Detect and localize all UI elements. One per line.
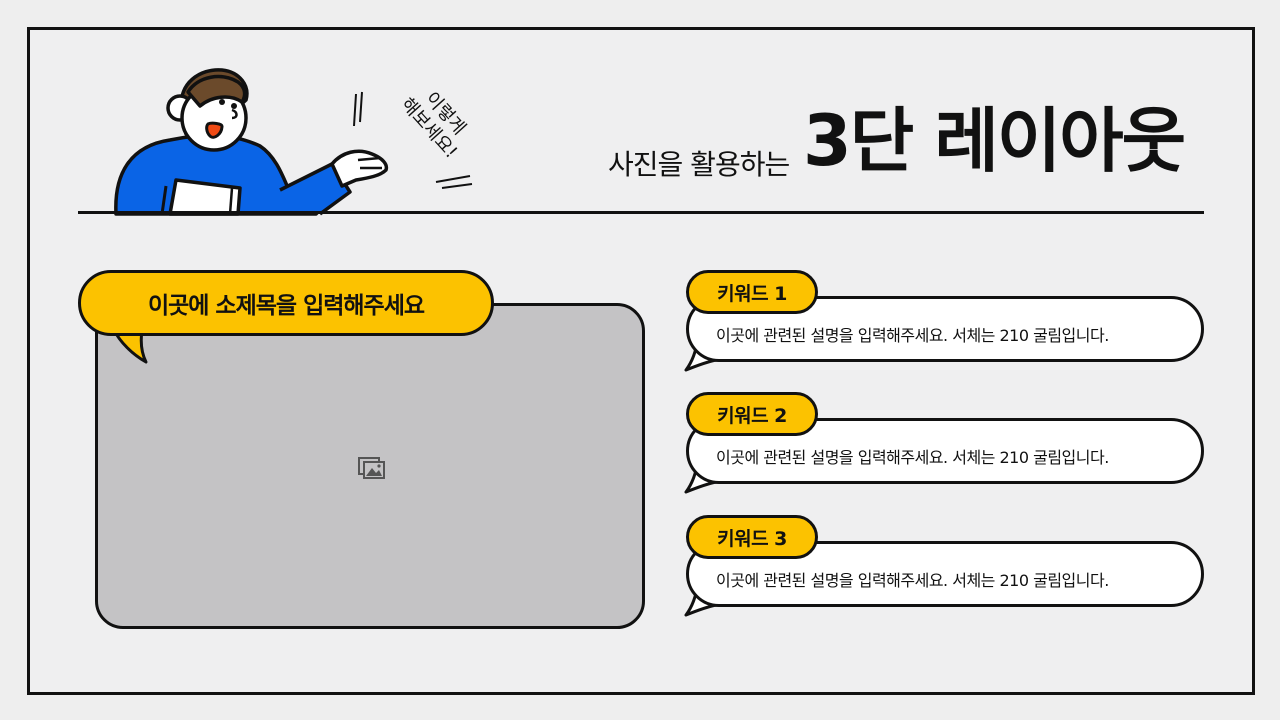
keyword-tag: 키워드 2 bbox=[686, 392, 818, 436]
keyword-description: 이곳에 관련된 설명을 입력해주세요. 서체는 210 굴림입니다. bbox=[716, 571, 1109, 590]
subheading-bubble: 이곳에 소제목을 입력해주세요 bbox=[78, 270, 494, 336]
subheading-text: 이곳에 소제목을 입력해주세요 bbox=[147, 293, 425, 319]
keyword-tag: 키워드 3 bbox=[686, 515, 818, 559]
character-illustration bbox=[114, 68, 389, 216]
keyword-tag: 키워드 1 bbox=[686, 270, 818, 314]
keyword-card-3: 이곳에 관련된 설명을 입력해주세요. 서체는 210 굴림입니다. 키워드 3 bbox=[684, 515, 1204, 617]
motion-lines-icon bbox=[353, 91, 473, 189]
page-subtitle: 사진을 활용하는 bbox=[608, 148, 790, 181]
header-divider bbox=[78, 211, 1204, 214]
keyword-card-1: 이곳에 관련된 설명을 입력해주세요. 서체는 210 굴림입니다. 키워드 1 bbox=[684, 270, 1204, 372]
keyword-description: 이곳에 관련된 설명을 입력해주세요. 서체는 210 굴림입니다. bbox=[716, 326, 1109, 345]
keyword-description: 이곳에 관련된 설명을 입력해주세요. 서체는 210 굴림입니다. bbox=[716, 448, 1109, 467]
image-placeholder-icon[interactable] bbox=[358, 456, 386, 480]
page-title: 3단 레이아웃 bbox=[803, 100, 1186, 182]
keyword-card-2: 이곳에 관련된 설명을 입력해주세요. 서체는 210 굴림입니다. 키워드 2 bbox=[684, 392, 1204, 494]
